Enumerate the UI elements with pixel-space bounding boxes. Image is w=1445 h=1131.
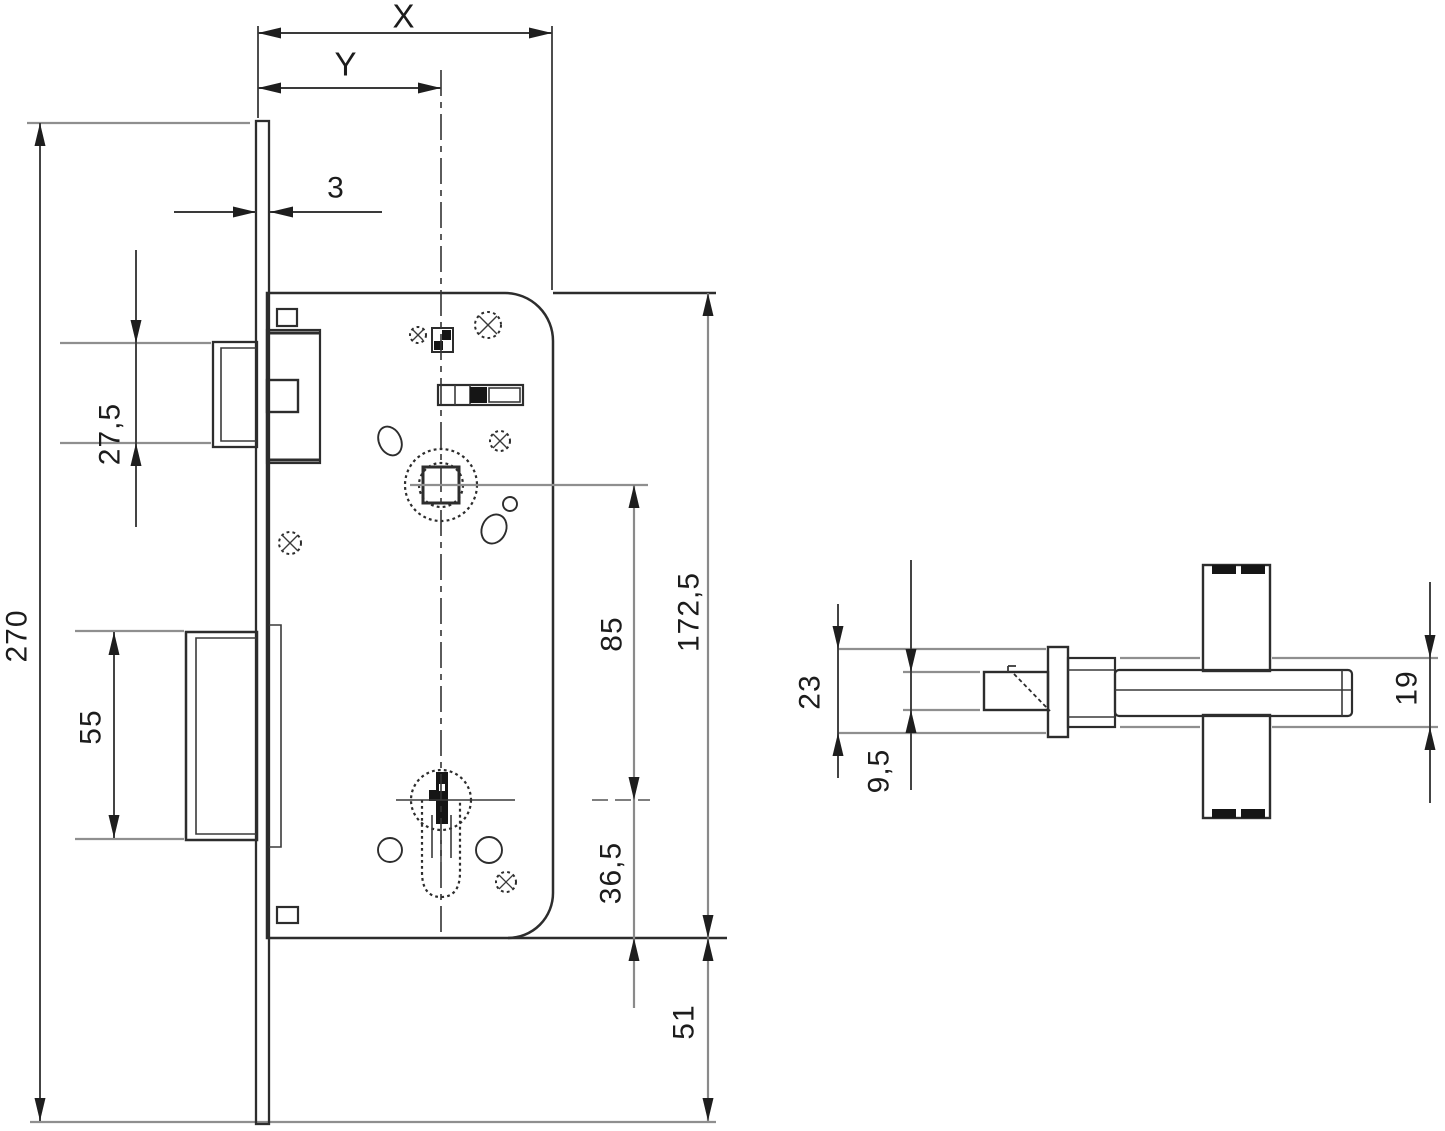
case-cutout-top <box>275 307 299 328</box>
screw-icon <box>495 871 517 893</box>
deadbolt <box>184 624 282 848</box>
dim-backset-x: X <box>258 0 552 39</box>
dim-label-55: 55 <box>75 709 108 744</box>
dim-cylinder-to-case-bottom: 36,5 <box>595 842 640 961</box>
extension-lines-front <box>27 26 716 1124</box>
dim-follower-hub-height: 19 <box>1391 582 1436 803</box>
latch-bolt <box>211 328 322 465</box>
front-view <box>27 26 727 1126</box>
centerlines <box>396 70 650 935</box>
screw-icon <box>489 430 511 452</box>
dim-case-bottom-to-faceplate-end: 51 <box>668 938 714 1121</box>
dim-case-height: 172,5 <box>673 293 714 1121</box>
extension-lines-side <box>838 647 1438 735</box>
faceplate-side <box>1046 645 1070 739</box>
screw-icon <box>278 531 302 555</box>
spindle-shaft <box>1113 668 1354 718</box>
dim-latch-head-height: 9,5 <box>863 560 917 793</box>
screw-icon <box>474 311 502 339</box>
dim-label-36-5: 36,5 <box>595 842 628 904</box>
faceplate <box>254 119 271 1126</box>
latch-head-side <box>982 665 1051 712</box>
screw-posts <box>278 311 517 893</box>
dim-label-19: 19 <box>1391 670 1424 705</box>
case-cutout-bottom <box>275 905 300 925</box>
dim-label-23: 23 <box>794 674 827 709</box>
dim-latch-height: 27,5 <box>94 250 142 527</box>
dim-overall-height: 23 <box>794 604 844 778</box>
dim-label-51: 51 <box>668 1004 701 1039</box>
follower-collar <box>1066 656 1117 729</box>
dim-faceplate-length: 270 <box>1 123 46 1121</box>
dim-label-85: 85 <box>596 616 629 651</box>
dim-label-9-5: 9,5 <box>863 749 896 794</box>
side-view <box>838 563 1438 820</box>
dim-label-270: 270 <box>1 609 34 662</box>
case-holes <box>377 425 518 864</box>
slider-mechanism <box>431 327 525 407</box>
screw-icon <box>409 326 427 344</box>
key-profile-icon <box>429 772 448 824</box>
follower-bar <box>1201 563 1272 820</box>
dim-faceplate-thickness: 3 <box>174 172 382 218</box>
dimensions-front: X Y 3 270 27,5 <box>1 0 714 1121</box>
lock-case <box>265 291 727 940</box>
dim-label-172-5: 172,5 <box>673 572 706 652</box>
dim-label-x: X <box>392 0 415 35</box>
dim-label-y: Y <box>334 46 357 83</box>
dim-label-27-5: 27,5 <box>94 403 127 465</box>
dim-deadbolt-height: 55 <box>75 632 120 838</box>
dim-follower-to-cylinder: 85 <box>596 485 640 1008</box>
dim-backset-y: Y <box>258 46 441 94</box>
dim-label-3: 3 <box>327 172 345 205</box>
dimensions-side: 23 9,5 19 <box>794 560 1436 803</box>
